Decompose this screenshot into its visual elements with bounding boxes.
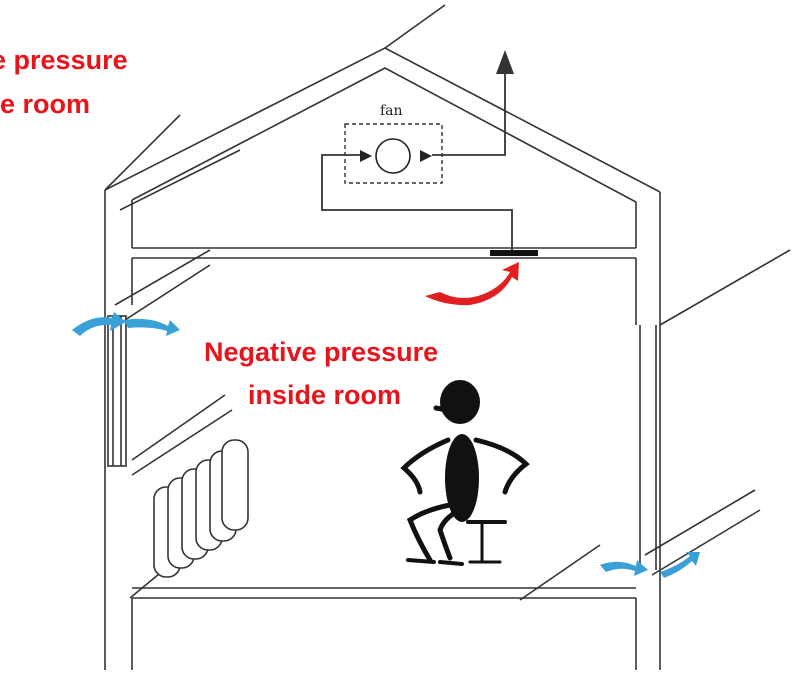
label-negative-pressure-cut-line1: ve pressure — [0, 45, 128, 75]
person-icon — [400, 380, 530, 566]
exhaust-grille — [490, 250, 538, 256]
duct — [321, 154, 513, 250]
window — [107, 315, 127, 467]
inlet-arrow-icon-2 — [600, 560, 648, 576]
fan-box — [344, 123, 443, 184]
exhaust-arrow-icon — [425, 262, 519, 306]
label-negative-pressure-cut-line2: ide room — [0, 89, 91, 119]
fan-icon — [375, 138, 411, 174]
label-negative-pressure-line2: inside room — [248, 380, 402, 410]
fan-label: fan — [380, 103, 403, 119]
radiator-icon — [153, 439, 249, 578]
label-negative-pressure-line1: Negative pressure — [204, 337, 439, 367]
inlet-arrow-icon — [72, 312, 126, 336]
